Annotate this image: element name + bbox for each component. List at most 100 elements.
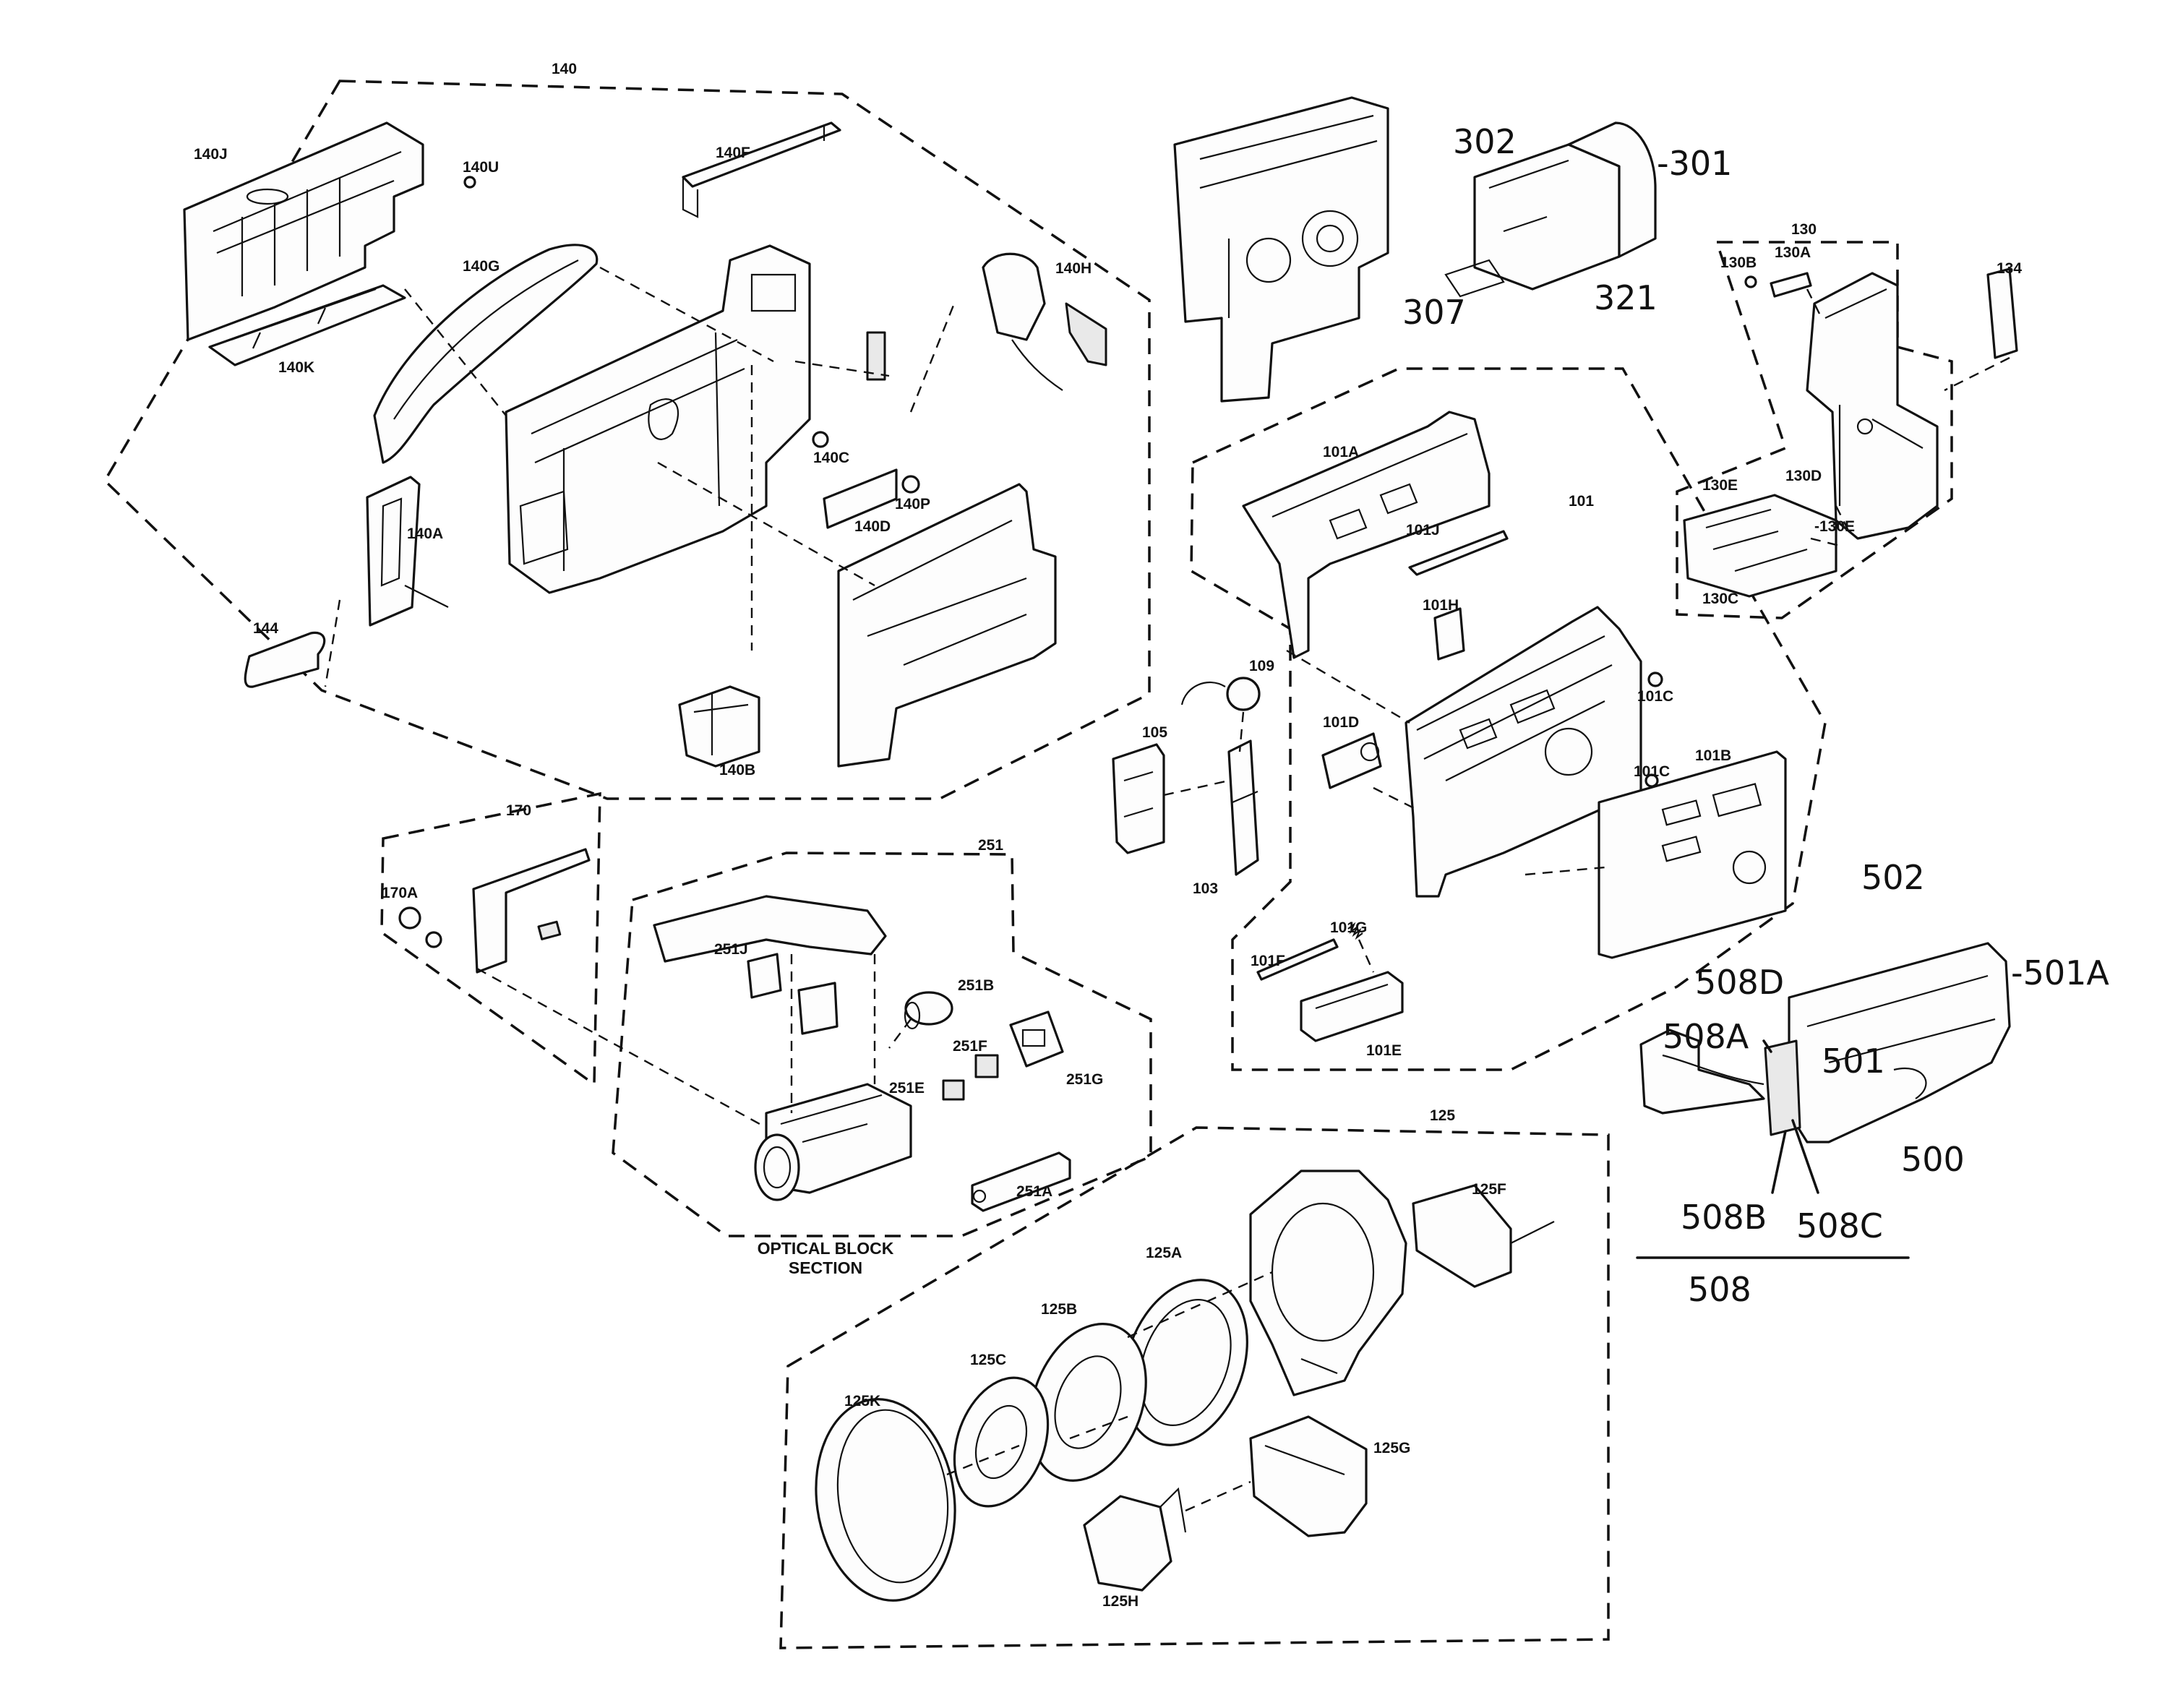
leader-lines-101 <box>1163 649 1605 973</box>
handwritten-label-508A: 508A <box>1663 1017 1749 1056</box>
part-140H-motor <box>982 252 1107 391</box>
leader-508B <box>1771 1130 1787 1194</box>
part-251-flex-cable <box>653 895 887 963</box>
part-251G-board <box>1009 1010 1064 1068</box>
part-label-130E-left: 130E <box>1702 477 1738 494</box>
group-outline-140 <box>103 80 1151 800</box>
handwritten-label-501: 501 <box>1822 1042 1885 1081</box>
part-label-140G: 140G <box>463 258 499 275</box>
part-label-101A: 101A <box>1323 444 1359 460</box>
handwritten-label-500: 500 <box>1901 1140 1965 1179</box>
part-label-101H: 101H <box>1423 597 1459 614</box>
part-label-251E: 251E <box>889 1080 925 1097</box>
part-label-109: 109 <box>1249 658 1274 674</box>
part-101J-strip <box>1408 530 1509 576</box>
part-130A-130B <box>1744 272 1812 298</box>
leader-lines-170 <box>476 967 767 1129</box>
group-outline-251 <box>612 851 1152 1237</box>
part-140F-rail <box>682 121 841 218</box>
part-label-101F: 101F <box>1251 953 1285 969</box>
part-label-125K: 125K <box>844 1393 880 1409</box>
leader-508C <box>1791 1119 1819 1194</box>
part-small-connector <box>866 331 886 381</box>
part-label-101G: 101G <box>1330 919 1367 936</box>
group-label-170: 170 <box>506 802 531 819</box>
part-label-251B: 251B <box>958 977 994 994</box>
part-251F-chip <box>974 1054 999 1078</box>
part-140K-plate <box>208 284 406 366</box>
part-140G-strap <box>373 244 599 464</box>
part-134-lid <box>1986 267 2018 359</box>
part-125H-mount <box>1083 1487 1187 1592</box>
part-251A-bracket <box>971 1151 1071 1212</box>
part-label-144: 144 <box>253 620 278 637</box>
part-label-140H: 140H <box>1055 260 1092 277</box>
part-label-125B: 125B <box>1041 1301 1077 1318</box>
leader-lines-251 <box>790 954 912 1113</box>
part-140C-140P-fasteners <box>812 431 920 529</box>
part-140A-handle <box>366 476 449 627</box>
part-label-140K: 140K <box>278 359 314 376</box>
group-outline-130 <box>1676 241 1953 619</box>
part-label-101C-upper: 101C <box>1637 688 1673 705</box>
part-label-251J: 251J <box>714 941 748 958</box>
part-label-134: 134 <box>1997 260 2022 277</box>
part-label-125F: 125F <box>1472 1181 1506 1198</box>
optical-block-caption-line1: OPTICAL BLOCK <box>758 1239 894 1258</box>
part-label-130B: 130B <box>1720 254 1757 271</box>
part-label-140D: 140D <box>854 518 891 535</box>
part-140U-screw <box>463 176 476 189</box>
part-105-block <box>1112 743 1165 854</box>
part-viewfinder-301-302 <box>1444 121 1657 298</box>
handwritten-label-302: 302 <box>1453 122 1517 161</box>
part-101-main-frame <box>1405 606 1642 898</box>
leader-lines-130 <box>1806 288 2010 547</box>
part-251B-sensor <box>904 991 953 1030</box>
group-label-140: 140 <box>552 61 577 77</box>
part-125G-cover <box>1249 1415 1368 1537</box>
part-label-105: 105 <box>1142 724 1167 741</box>
group-label-251: 251 <box>978 837 1003 854</box>
part-125K-hood <box>815 1398 956 1602</box>
handwritten-label-301: -301 <box>1657 144 1732 183</box>
part-label-140A: 140A <box>407 525 443 542</box>
part-101G-spring <box>1347 922 1363 940</box>
part-label-140B: 140B <box>719 762 755 778</box>
part-140B-cover <box>678 685 760 768</box>
part-125C-ring <box>953 1376 1050 1508</box>
part-label-101B: 101B <box>1695 747 1731 764</box>
part-label-130E-right: -130E <box>1814 518 1855 535</box>
part-140J-bracket <box>183 121 424 341</box>
part-125F-module <box>1412 1184 1555 1288</box>
part-label-140C: 140C <box>813 450 849 466</box>
group-label-125: 125 <box>1430 1107 1455 1124</box>
part-optical-block <box>754 1083 912 1201</box>
part-label-101D: 101D <box>1323 714 1359 731</box>
part-label-101C-lower: 101C <box>1634 763 1670 780</box>
handwritten-label-307: 307 <box>1402 293 1466 332</box>
part-label-140P: 140P <box>895 496 930 512</box>
part-label-251A: 251A <box>1016 1183 1052 1200</box>
part-label-140U: 140U <box>463 159 499 176</box>
part-label-130C: 130C <box>1702 591 1738 607</box>
part-101C-screw-1 <box>1647 671 1663 687</box>
part-130-frame <box>1806 272 1939 540</box>
part-109-dial <box>1180 677 1261 711</box>
part-cassette-mechanism <box>1173 96 1389 403</box>
part-label-103: 103 <box>1193 880 1218 897</box>
leader-lines-125 <box>946 1271 1273 1512</box>
handwritten-label-501A: -501A <box>2011 953 2109 992</box>
handwritten-label-508: 508 <box>1688 1270 1751 1309</box>
group-label-130: 130 <box>1791 221 1817 238</box>
part-label-130D: 130D <box>1785 468 1822 484</box>
handwritten-label-508C: 508C <box>1796 1206 1883 1245</box>
handwritten-label-321: 321 <box>1594 278 1658 317</box>
group-outline-125 <box>779 1126 1610 1649</box>
part-144-badge <box>244 631 326 688</box>
part-label-251F: 251F <box>953 1038 987 1055</box>
part-101A-top <box>1242 411 1491 659</box>
part-125B-ring <box>1029 1323 1147 1482</box>
part-label-101J: 101J <box>1406 522 1440 538</box>
